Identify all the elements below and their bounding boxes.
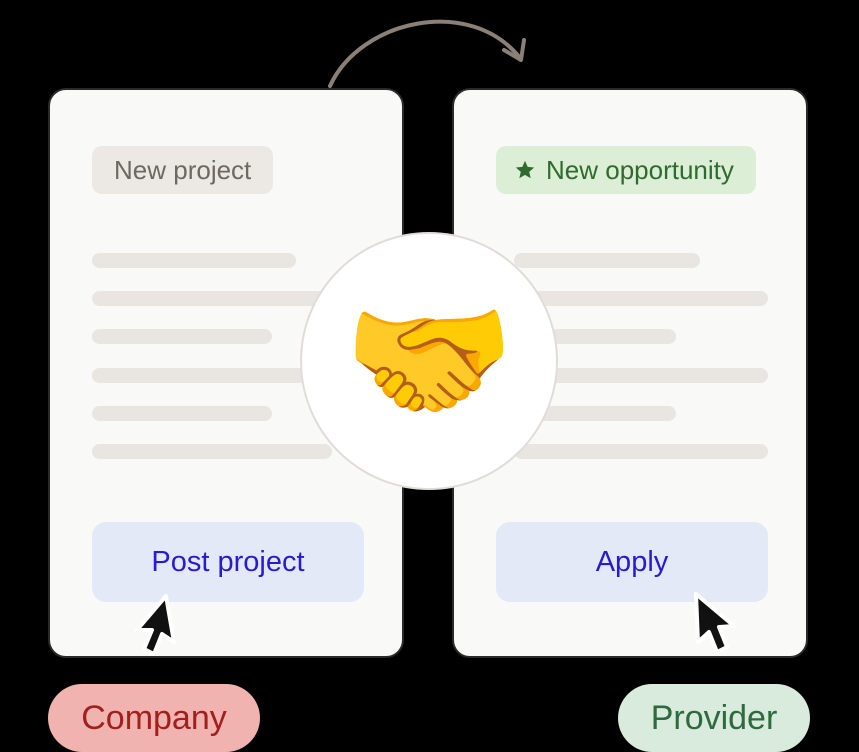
apply-button-label: Apply xyxy=(595,545,669,578)
placeholder-line xyxy=(514,406,676,421)
placeholder-line xyxy=(92,291,332,306)
new-opportunity-tag: New opportunity xyxy=(496,146,756,194)
new-project-tag-label: New project xyxy=(114,154,252,185)
flow-arrow-icon xyxy=(328,19,526,88)
placeholder-line xyxy=(92,406,272,421)
star-icon xyxy=(515,160,535,179)
provider-label-text: Provider xyxy=(650,698,778,737)
new-project-tag: New project xyxy=(92,146,274,194)
cursor-icon xyxy=(135,594,176,656)
placeholder-line xyxy=(514,368,768,383)
company-label: Company xyxy=(48,684,260,752)
placeholder-line xyxy=(92,444,332,459)
placeholder-line xyxy=(514,444,768,459)
new-opportunity-tag-label: New opportunity xyxy=(546,154,734,185)
company-label-text: Company xyxy=(81,698,227,737)
post-project-button[interactable]: Post project xyxy=(92,522,364,602)
placeholder-line xyxy=(92,329,272,344)
apply-button[interactable]: Apply xyxy=(496,522,768,602)
cursor-icon xyxy=(694,592,736,654)
placeholder-line xyxy=(92,253,296,268)
placeholder-line xyxy=(514,291,768,306)
provider-label: Provider xyxy=(618,684,810,752)
handshake-icon: 🤝 xyxy=(343,284,515,438)
placeholder-line xyxy=(514,253,700,268)
placeholder-line xyxy=(92,368,332,383)
handshake-badge: 🤝 xyxy=(300,232,558,490)
post-project-button-label: Post project xyxy=(151,545,305,578)
